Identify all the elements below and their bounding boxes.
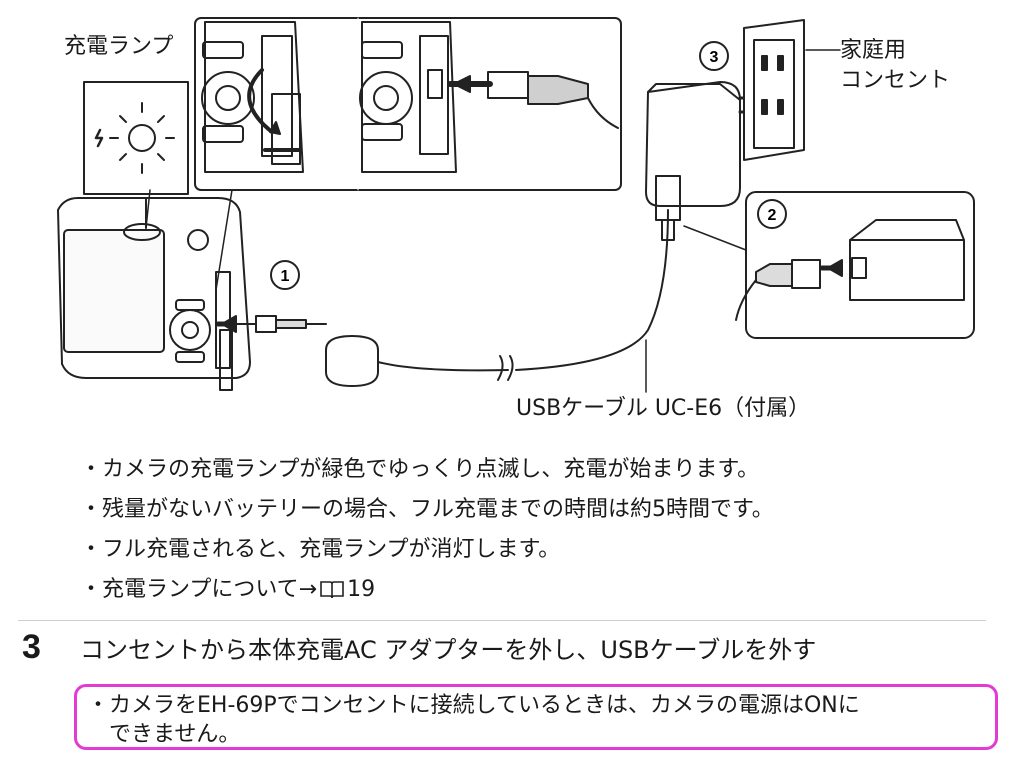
bullet-dot: ・ <box>80 577 103 602</box>
bullet-text: フル充電されると、充電ランプが消灯します。 <box>102 537 561 562</box>
charge-lamp-label: 充電ランプ <box>64 34 174 59</box>
charge-lamp-blink-icon <box>94 102 175 174</box>
outlet-label-line1: 家庭用 <box>840 38 907 63</box>
step-number: 3 <box>22 628 41 666</box>
port-cover-open-illustration <box>201 21 304 173</box>
adapter-usb-port-detail-illustration <box>735 219 965 321</box>
bullet-text: 充電ランプについて→ <box>102 577 318 602</box>
note-line2: できません。 <box>109 722 241 747</box>
usb-plug-insert-illustration <box>359 21 619 173</box>
list-item: ・ 充電ランプについて→ 19 <box>80 570 980 610</box>
page-reference-link[interactable]: 19 <box>347 577 376 602</box>
usb-cable <box>235 209 669 393</box>
list-item: ・ フル充電されると、充電ランプが消灯します。 <box>80 530 980 570</box>
bullet-dot: ・ <box>80 457 103 482</box>
step-heading: 3 コンセントから本体充電AC アダプターを外し、USBケーブルを外す <box>22 628 1002 667</box>
bullet-text: 残量がないバッテリーの場合、フル充電までの時間は約5時間です。 <box>102 497 774 522</box>
list-item: ・ カメラの充電ランプが緑色でゆっくり点滅し、充電が始まります。 <box>80 450 980 490</box>
step-marker-1: 1 <box>281 268 290 285</box>
step-marker-2: 2 <box>768 207 777 224</box>
highlighted-note: ・カメラをEH-69Pでコンセントに接続しているときは、カメラの電源はONに で… <box>74 684 998 750</box>
charging-diagram: 1 2 3 <box>57 17 975 393</box>
charge-lamp-callout <box>83 81 189 195</box>
wall-outlet-illustration <box>743 19 841 161</box>
step-marker-3: 3 <box>710 49 719 66</box>
usb-cable-label: USBケーブル UC-E6（付属） <box>516 396 811 421</box>
camera-illustration <box>57 197 251 391</box>
bullet-dot: ・ <box>80 537 103 562</box>
step-text: コンセントから本体充電AC アダプターを外し、USBケーブルを外す <box>80 636 817 664</box>
step-markers: 1 2 3 <box>270 41 787 290</box>
bullet-dot: ・ <box>80 497 103 522</box>
bullet-dot: ・ <box>87 693 110 718</box>
list-item: ・ 残量がないバッテリーの場合、フル充電までの時間は約5時間です。 <box>80 490 980 530</box>
outlet-label-line2: コンセント <box>840 68 951 93</box>
bullet-text: カメラの充電ランプが緑色でゆっくり点滅し、充電が始まります。 <box>102 457 760 482</box>
book-reference-icon <box>320 581 344 599</box>
note-line1: カメラをEH-69Pでコンセントに接続しているときは、カメラの電源はONに <box>109 693 860 718</box>
bullet-list: ・ カメラの充電ランプが緑色でゆっくり点滅し、充電が始まります。 ・ 残量がない… <box>80 450 980 610</box>
section-divider <box>18 620 986 621</box>
